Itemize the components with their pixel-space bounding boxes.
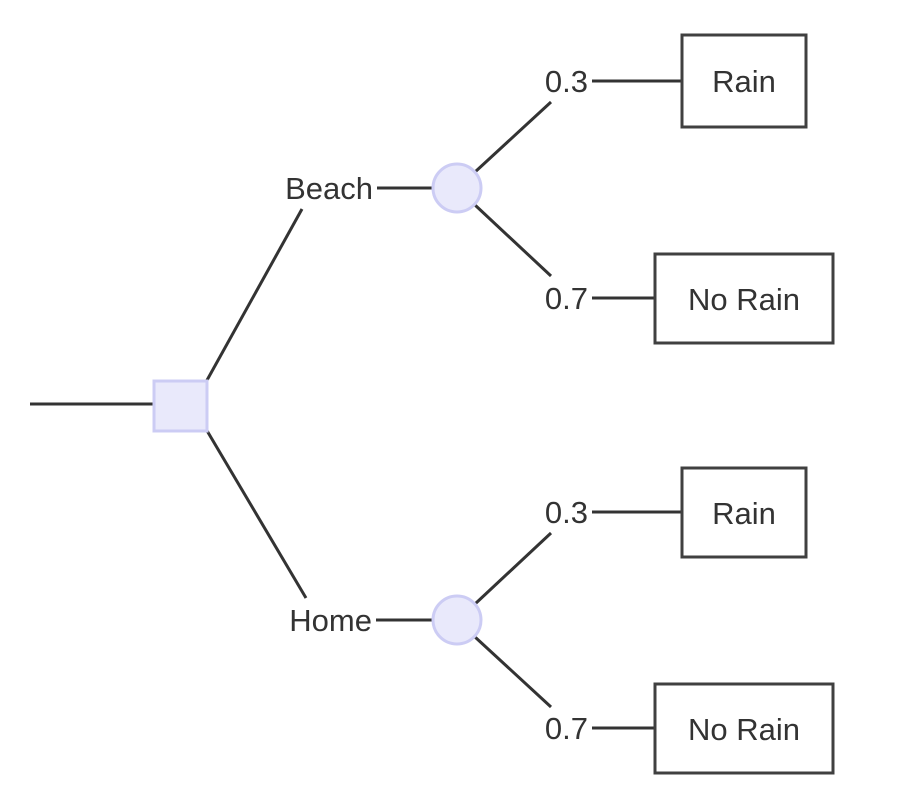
outcome-box-beach-rain[interactable] bbox=[680, 33, 808, 129]
edge-home-to-no-rain bbox=[473, 635, 553, 709]
branch-label-beach: Beach bbox=[285, 171, 373, 206]
outcome-box-home-rain[interactable] bbox=[680, 466, 808, 559]
probability-label-beach-rain: 0.3 bbox=[545, 64, 588, 99]
edge-root-to-home bbox=[204, 428, 308, 599]
decision-node-root[interactable] bbox=[152, 379, 209, 433]
chance-node-home[interactable] bbox=[431, 594, 483, 646]
outcome-label-beach-no-rain: No Rain bbox=[688, 282, 800, 317]
outcome-label-home-no-rain: No Rain bbox=[688, 712, 800, 747]
edge-beach-to-no-rain bbox=[473, 203, 553, 278]
outcome-box-home-no-rain[interactable] bbox=[653, 682, 835, 775]
probability-label-home-no-rain: 0.7 bbox=[545, 711, 588, 746]
edge-root-to-beach bbox=[204, 208, 304, 383]
edge-home-to-rain bbox=[473, 531, 553, 606]
edge-beach-to-rain bbox=[473, 100, 553, 174]
chance-node-beach[interactable] bbox=[431, 162, 483, 214]
outcome-label-beach-rain: Rain bbox=[712, 64, 776, 99]
outcome-label-home-rain: Rain bbox=[712, 496, 776, 531]
probability-label-beach-no-rain: 0.7 bbox=[545, 281, 588, 316]
outcome-box-beach-no-rain[interactable] bbox=[653, 252, 835, 345]
branch-label-home: Home bbox=[289, 603, 372, 638]
probability-label-home-rain: 0.3 bbox=[545, 495, 588, 530]
